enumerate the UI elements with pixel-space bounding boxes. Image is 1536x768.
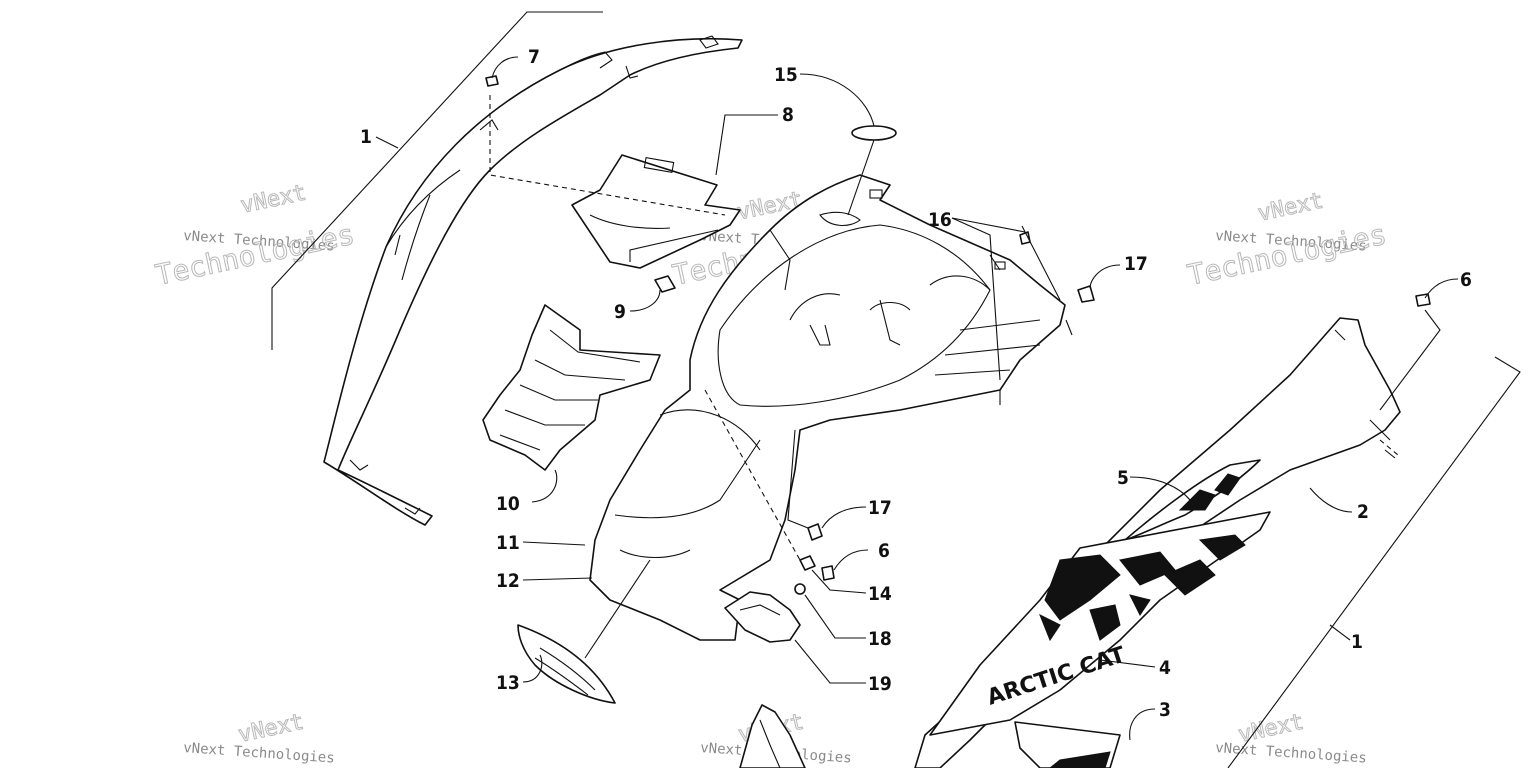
callout-12: 12 xyxy=(496,570,520,592)
callout-2: 2 xyxy=(1357,501,1369,523)
svg-text:vNext: vNext xyxy=(1256,188,1326,226)
callout-17-lower: 17 xyxy=(868,497,892,519)
watermark: vNext xyxy=(238,180,309,219)
watermark-text: vNext Technologies xyxy=(1215,740,1367,767)
callout-6-upper: 6 xyxy=(1460,269,1472,291)
callouts: 1 1 2 3 4 5 6 6 7 8 9 10 11 12 13 14 15 … xyxy=(360,46,1472,721)
decal-5 xyxy=(1124,459,1261,541)
callout-5: 5 xyxy=(1117,467,1129,489)
callout-13: 13 xyxy=(496,672,520,694)
callout-10: 10 xyxy=(496,493,520,515)
clip-9 xyxy=(654,275,676,293)
leader-lines xyxy=(375,56,1459,741)
main-hood xyxy=(589,174,1066,641)
callout-7: 7 xyxy=(528,46,540,68)
screw-18 xyxy=(794,583,806,595)
decal-3 xyxy=(1014,721,1121,768)
watermark: vNext xyxy=(236,709,307,748)
callout-18: 18 xyxy=(868,628,892,650)
svg-text:vNext: vNext xyxy=(236,710,306,748)
screw-6-upper xyxy=(1415,293,1431,307)
callout-14: 14 xyxy=(868,583,892,605)
callout-16: 16 xyxy=(928,209,952,231)
callout-8: 8 xyxy=(782,104,794,126)
bracket-19 xyxy=(724,591,801,643)
callout-1-left: 1 xyxy=(360,126,372,148)
clip-17-lower xyxy=(807,523,823,541)
callout-6-lower: 6 xyxy=(878,540,890,562)
callout-4: 4 xyxy=(1159,657,1171,679)
callout-1-right: 1 xyxy=(1351,631,1363,653)
callout-17-upper: 17 xyxy=(1124,253,1148,275)
lower-part-partial xyxy=(739,704,806,768)
screw-6-lower xyxy=(821,565,835,581)
panel-8 xyxy=(571,154,741,269)
callout-9: 9 xyxy=(614,301,626,323)
vent-10 xyxy=(482,304,661,471)
callout-3: 3 xyxy=(1159,699,1171,721)
left-trim-panel xyxy=(323,35,743,526)
watermark: vNext xyxy=(1255,188,1326,227)
screen-13 xyxy=(517,624,616,704)
decal-4: ARCTIC CAT xyxy=(929,511,1271,736)
callout-19: 19 xyxy=(868,673,892,695)
callout-11: 11 xyxy=(496,532,520,554)
hardware-14 xyxy=(799,555,816,571)
clip-17-upper xyxy=(1077,285,1095,303)
svg-text:vNext: vNext xyxy=(238,181,308,219)
callout-15: 15 xyxy=(774,64,798,86)
cap-15 xyxy=(851,125,897,141)
